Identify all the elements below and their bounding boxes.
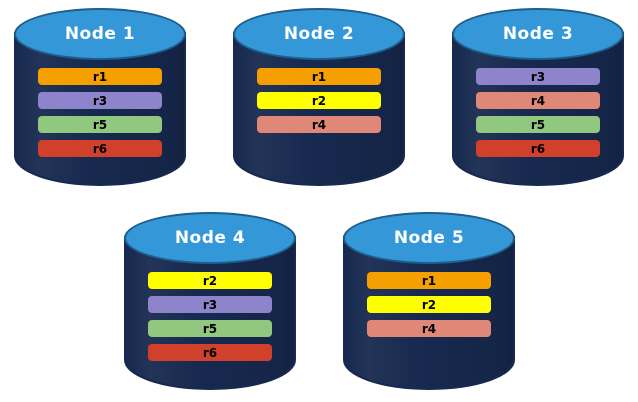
replica-bar-r4[interactable]: r4 [476, 92, 600, 109]
replica-list: r1 r3 r5 r6 [14, 60, 186, 157]
node-title: Node 5 [393, 227, 465, 248]
database-node-4[interactable]: Node 4 r2 r3 r5 r6 [124, 212, 296, 390]
replica-bar-r2[interactable]: r2 [148, 272, 272, 289]
replica-list: r1 r2 r4 [233, 60, 405, 133]
replica-bar-r2[interactable]: r2 [257, 92, 381, 109]
replica-bar-r3[interactable]: r3 [476, 68, 600, 85]
replica-bar-r5[interactable]: r5 [148, 320, 272, 337]
node-cylinder-top: Node 2 [233, 8, 405, 60]
database-node-3[interactable]: Node 3 r3 r4 r5 r6 [452, 8, 624, 186]
replica-bar-r1[interactable]: r1 [38, 68, 162, 85]
database-node-1[interactable]: Node 1 r1 r3 r5 r6 [14, 8, 186, 186]
replica-bar-r1[interactable]: r1 [367, 272, 491, 289]
replica-list: r1 r2 r4 [343, 264, 515, 337]
node-cylinder-top: Node 5 [343, 212, 515, 264]
replica-list: r3 r4 r5 r6 [452, 60, 624, 157]
replica-bar-r4[interactable]: r4 [257, 116, 381, 133]
replica-bar-r2[interactable]: r2 [367, 296, 491, 313]
node-title: Node 2 [283, 23, 355, 44]
replica-bar-r5[interactable]: r5 [476, 116, 600, 133]
replica-bar-r3[interactable]: r3 [38, 92, 162, 109]
replica-bar-r6[interactable]: r6 [148, 344, 272, 361]
node-title: Node 1 [64, 23, 136, 44]
node-title: Node 4 [174, 227, 246, 248]
node-title: Node 3 [502, 23, 574, 44]
replica-bar-r6[interactable]: r6 [38, 140, 162, 157]
replica-bar-r6[interactable]: r6 [476, 140, 600, 157]
node-cylinder-top: Node 4 [124, 212, 296, 264]
replica-bar-r1[interactable]: r1 [257, 68, 381, 85]
node-cylinder-top: Node 3 [452, 8, 624, 60]
replica-list: r2 r3 r5 r6 [124, 264, 296, 361]
replica-bar-r4[interactable]: r4 [367, 320, 491, 337]
database-node-2[interactable]: Node 2 r1 r2 r4 [233, 8, 405, 186]
replica-bar-r3[interactable]: r3 [148, 296, 272, 313]
replica-bar-r5[interactable]: r5 [38, 116, 162, 133]
database-node-5[interactable]: Node 5 r1 r2 r4 [343, 212, 515, 390]
node-cylinder-top: Node 1 [14, 8, 186, 60]
